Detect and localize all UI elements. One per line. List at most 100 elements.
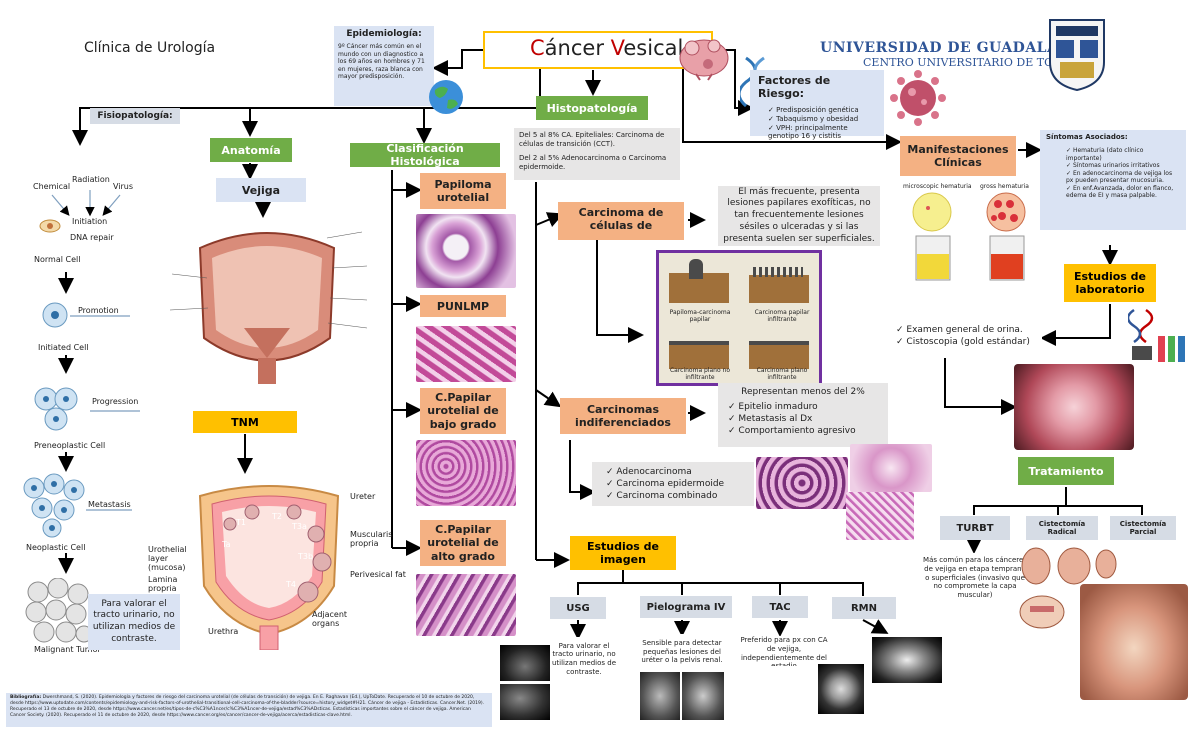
initiated-cell-label: Initiated Cell	[38, 343, 89, 352]
usg-image-2	[500, 684, 550, 720]
punlmp-histology-image	[416, 326, 516, 382]
globe-icon	[429, 80, 463, 114]
alto-grado-box: C.Papilar urotelial de alto grado	[420, 520, 506, 566]
preneoplastic-cell-icon	[34, 387, 78, 431]
tnm-urothelial: Urothelial layer (mucosa)	[148, 545, 187, 572]
sintomas-title: Síntomas Asociados:	[1046, 133, 1128, 141]
virus-icon	[890, 70, 946, 126]
neoplastic-cell-icon	[23, 473, 85, 538]
neoplastic-cell-label: Neoplastic Cell	[26, 543, 86, 552]
main-title: Cáncer Vesical	[530, 36, 684, 60]
anatomia-label: Anatomía	[210, 138, 292, 162]
riesgo-item: VPH: principalmente genotipo 16 y cistit…	[768, 124, 876, 142]
histopatologia-text-2: Del 2 al 5% Adenocarcinoma o Carcinoma e…	[519, 154, 667, 172]
cistoscopia-image	[1014, 364, 1134, 450]
carcinoma-types-diagram: Papiloma-carcinoma papilar Carcinoma pap…	[656, 250, 822, 386]
clasificacion-label: Clasificación Histológica	[350, 142, 500, 168]
tnm-ureter: Ureter	[350, 492, 376, 501]
pielograma-image-2	[682, 672, 724, 720]
tnm-t1: T1	[236, 518, 246, 527]
sintoma-item: Síntomas urinarios irritativos	[1066, 162, 1180, 170]
campus-name: CENTRO UNIVERSITARIO DE TONALÁ	[863, 56, 1086, 69]
indif-item: Epitelio inmaduro	[728, 401, 878, 413]
bladder-tumor-illustration	[679, 39, 729, 81]
dna-repair-label: DNA repair	[70, 233, 114, 242]
cistectomia-parcial-label: Cistectomía Parcial	[1110, 516, 1176, 540]
riesgo-item: Predisposición genética	[768, 106, 876, 115]
metastasis-label: Metastasis	[88, 500, 131, 509]
tnm-t2: T2	[272, 512, 282, 521]
normal-cell-icon	[39, 219, 61, 233]
turbt-label: TURBT	[940, 516, 1010, 540]
tac-image	[818, 664, 864, 714]
punlmp-box: PUNLMP	[420, 295, 506, 317]
clinic-title: Clínica de Urología	[84, 40, 216, 56]
alto-grado-histology-image	[416, 574, 516, 636]
laboratorio-label: Estudios de laboratorio	[1064, 264, 1156, 302]
indif-title: Representan menos del 2%	[741, 387, 865, 397]
pielograma-image-1	[640, 672, 680, 720]
bladder-anatomy-image	[152, 218, 382, 388]
usg-label: USG	[550, 597, 606, 619]
bajo-grado-histology-image	[416, 440, 516, 506]
carcinoma-type: Carcinoma epidermoide	[606, 478, 740, 490]
laboratorio-item: Examen general de orina.	[896, 324, 1032, 336]
tnm-t4: T4	[286, 580, 296, 589]
lab-equipment-icon	[1128, 308, 1185, 362]
laboratorio-item: Cistoscopia (gold estándar)	[896, 336, 1032, 348]
factores-riesgo-title: Factores de Riesgo:	[758, 74, 831, 100]
papiloma-box: Papiloma urotelial	[420, 173, 506, 209]
chemical-label: Chemical	[33, 182, 71, 191]
tnm-urethra: Urethra	[208, 627, 239, 636]
university-name: UNIVERSIDAD DE GUADALAJARA	[820, 40, 1101, 56]
epidemiologia-title: Epidemiología:	[346, 29, 422, 39]
cistectomia-radical-label: Cistectomía Radical	[1026, 516, 1098, 540]
tac-label: TAC	[752, 596, 808, 618]
carcinoma-celulas-box: Carcinoma de células de	[558, 202, 684, 240]
progression-label: Progression	[92, 397, 139, 406]
carcinomas-indiferenciados-box: Carcinomas indiferenciados	[560, 398, 686, 434]
surgery-image	[1080, 584, 1188, 700]
microscopic-hematuria-label: microscopic hematuria	[903, 183, 972, 190]
manifestaciones-label: Manifestaciones Clínicas	[900, 136, 1016, 176]
epidermoide-histology-image	[850, 444, 932, 492]
tnm-muscularis: Muscularis propria	[350, 530, 393, 548]
sintomas-box: Síntomas Asociados: Hematuria (dato clín…	[1040, 130, 1186, 230]
promotion-label: Promotion	[78, 306, 119, 315]
laboratorio-list: Examen general de orina. Cistoscopia (go…	[876, 322, 1042, 358]
carcinoma-description: El más frecuente, presenta lesiones papi…	[718, 186, 880, 246]
histopatologia-label: Histopatología	[536, 96, 648, 120]
bajo-grado-box: C.Papilar urotelial de bajo grado	[420, 388, 506, 434]
carcinoma-types-box: Adenocarcinoma Carcinoma epidermoide Car…	[592, 462, 754, 506]
histopatologia-text-1: Del 5 al 8% CA. Epiteliales: Carcinoma d…	[519, 131, 665, 149]
bibliografia-text: Dwershmand, S. (2020). Epidemiología y f…	[10, 695, 485, 719]
main-title-box: Cáncer Vesical	[483, 31, 713, 69]
rmn-image	[872, 637, 942, 683]
carcinoma-type: Adenocarcinoma	[606, 466, 740, 478]
sintoma-item: En enf.Avanzada, dolor en flanco, edema …	[1066, 185, 1180, 200]
diagram-label-1: Papiloma-carcinoma papilar	[669, 309, 731, 323]
sintoma-item: En adenocarcinoma de vejiga los px puede…	[1066, 170, 1180, 185]
tnm-lamina: Lamina propria	[148, 575, 178, 593]
turbt-description: Más común para los cánceres de vejiga en…	[922, 553, 1028, 603]
pielograma-text: Sensible para detectar pequeñas lesiones…	[640, 634, 724, 670]
histopatologia-text-box: Del 5 al 8% CA. Epiteliales: Carcinoma d…	[514, 128, 680, 180]
combinado-histology-image	[846, 492, 914, 540]
tnm-t3b: T3b	[298, 552, 314, 561]
adenocarcinoma-histology-image	[756, 457, 848, 509]
tnm-staging-diagram	[198, 485, 340, 650]
hematuria-illustration	[912, 192, 1026, 281]
epidemiologia-text: 9º Cáncer más común en el mundo con un d…	[338, 43, 425, 80]
tratamiento-label: Tratamiento	[1018, 457, 1114, 485]
initiated-cell-icon	[42, 302, 68, 328]
vejiga-label: Vejiga	[216, 178, 306, 202]
initiation-label: Initiation	[72, 217, 108, 226]
university-seal-icon	[1049, 19, 1105, 92]
fisiopatologia-label: Fisiopatología:	[90, 108, 180, 124]
bibliografia-box: Bibliografía: Dwershmand, S. (2020). Epi…	[6, 693, 492, 727]
tnm-adjacent: Adjacent organs	[312, 610, 348, 628]
diagram-label-3: Carcinoma plano no infiltrante	[669, 367, 731, 381]
usg-text: Para valorar el tracto urinario, no util…	[548, 637, 620, 681]
tac-text: Preferido para px con CA de vejiga, inde…	[736, 636, 832, 666]
indiferenciados-description: Representan menos del 2% Epitelio inmadu…	[718, 383, 888, 447]
